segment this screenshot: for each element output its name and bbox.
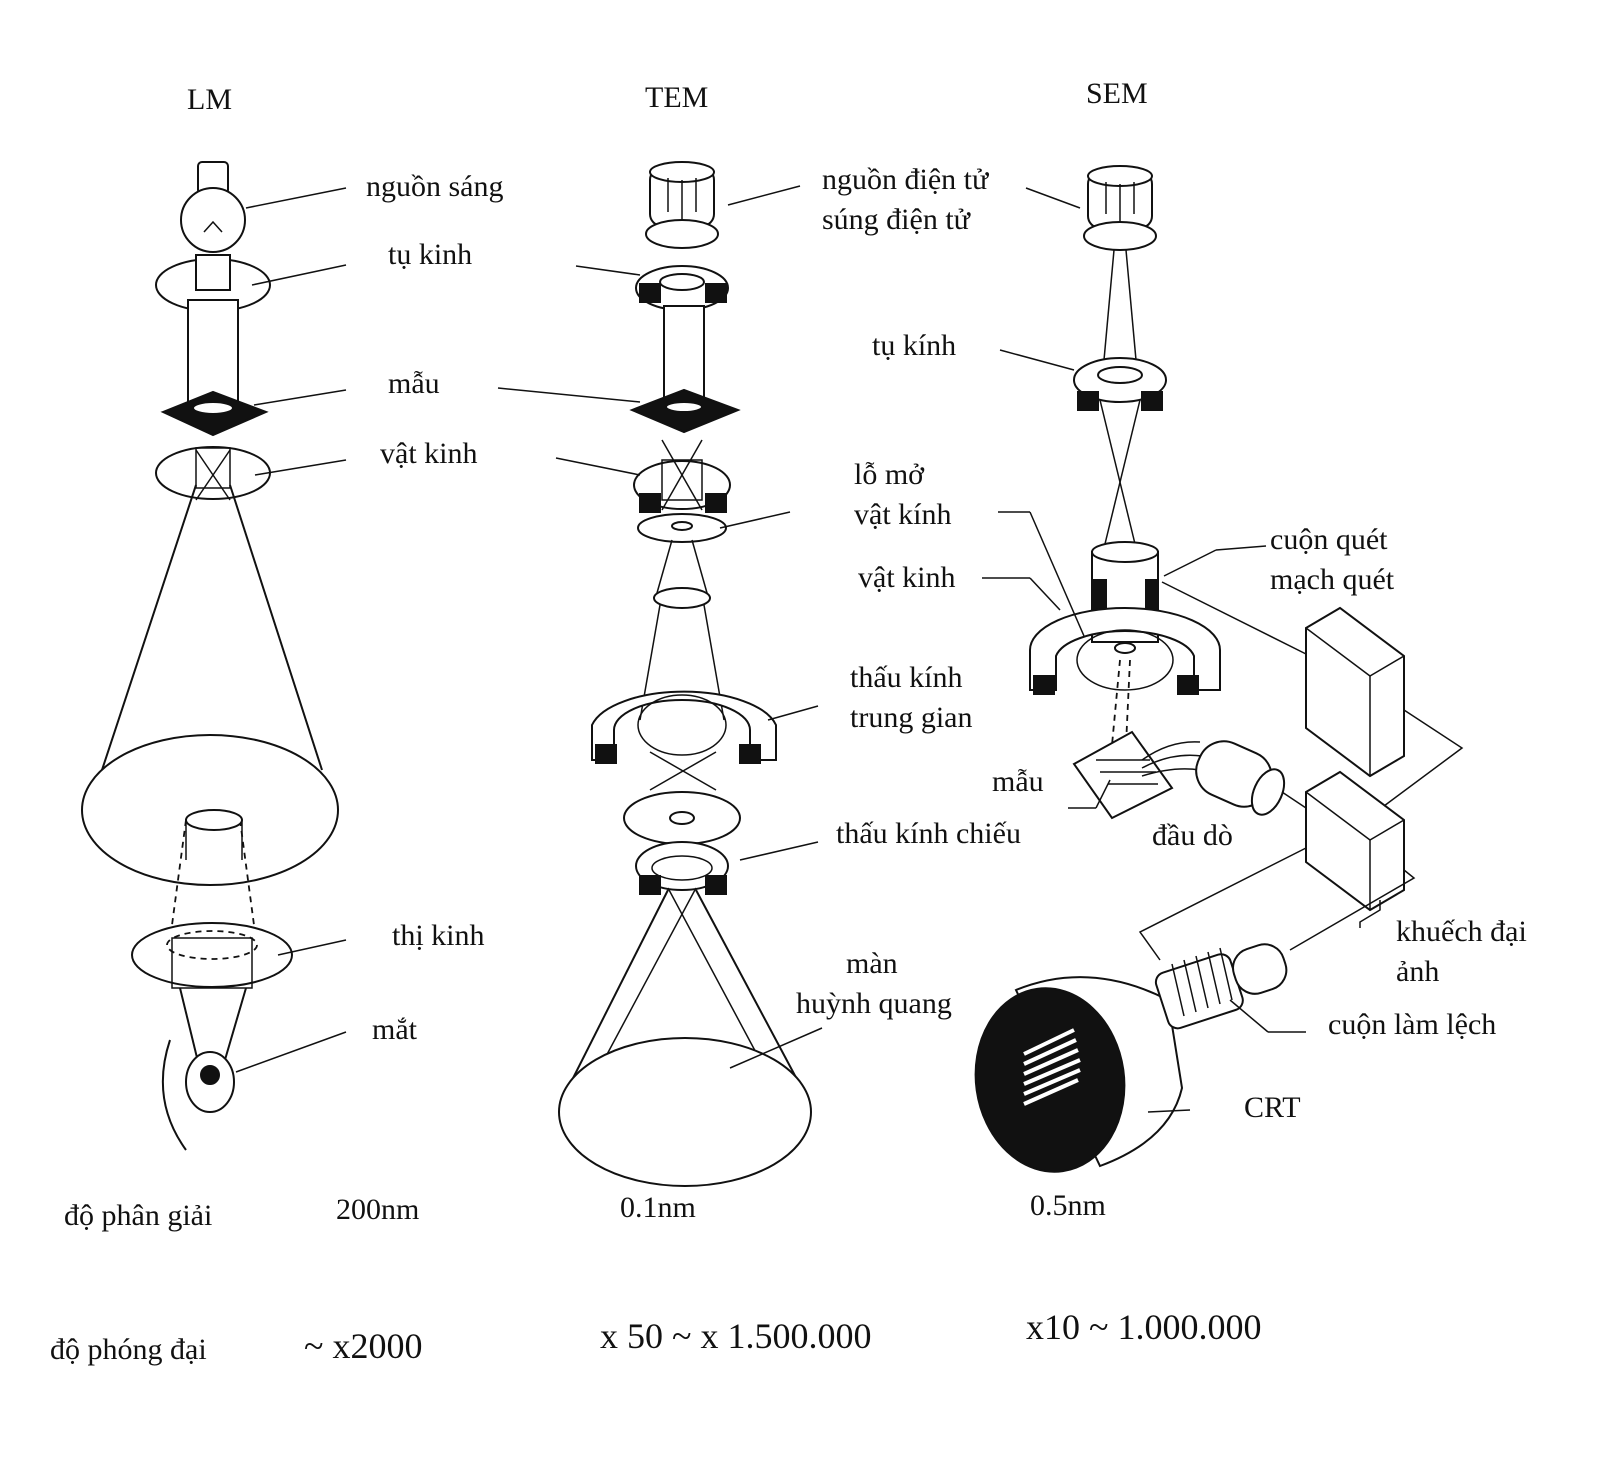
tem-condenser-lens (635, 265, 729, 311)
tem-leader-lines (497, 185, 823, 1069)
lm-objective-lens (155, 446, 271, 500)
tem-electron-gun (645, 161, 719, 249)
tem-intermediate-label-2: trung gian (850, 701, 973, 734)
sem-leader-lines (982, 187, 1306, 1113)
lm-eyepiece-label: thị kinh (392, 919, 485, 952)
lm-leader-lines (235, 187, 347, 1073)
sem-wires (1138, 581, 1464, 961)
lm-heading: LM (187, 83, 232, 116)
sem-specimen-label: mẫu (992, 765, 1044, 798)
tem-electron-source-label: nguồn điện tử (822, 163, 989, 196)
sem-amplifier-label-2: ảnh (1396, 955, 1440, 988)
sem-magnification-value: x10 ~ 1.000.000 (1026, 1307, 1262, 1347)
lm-condenser-lens (155, 254, 271, 312)
tem-electron-gun-label: súng điện tử (822, 203, 970, 236)
sem-amplifier-box (1305, 770, 1405, 912)
sem-heading: SEM (1086, 77, 1148, 110)
sem-scan-circuit-box (1305, 606, 1405, 778)
tem-resolution-value: 0.1nm (620, 1191, 696, 1224)
tem-heading: TEM (645, 81, 709, 114)
sem-objective-lens (1029, 607, 1221, 746)
lm-magnification-value: ~ x2000 (304, 1326, 423, 1366)
tem-aperture-label-1: lỗ mở (854, 458, 925, 491)
tem-intermediate-lens (591, 539, 777, 791)
lm-condenser-label: tụ kinh (388, 238, 473, 271)
sem-beam-path (1099, 249, 1141, 549)
tem-screen-label-2: huỳnh quang (796, 987, 952, 1020)
tem-screen-label-1: màn (846, 947, 898, 980)
magnification-label: độ phóng đại (50, 1333, 207, 1366)
tem-aperture-label-2: vật kính (854, 498, 952, 531)
sem-specimen (1072, 730, 1174, 820)
lm-eye-label: mắt (372, 1013, 417, 1046)
lm-specimen-slide (160, 390, 269, 437)
lm-objective-label: vật kinh (380, 437, 478, 470)
tem-projector-lens (623, 791, 741, 895)
sem-crt-label: CRT (1244, 1091, 1301, 1124)
sem-condenser-lens (1073, 357, 1167, 411)
sem-detector-label: đầu dò (1152, 819, 1233, 852)
lm-specimen-label: mẫu (388, 367, 440, 400)
sem-deflection-coil-label: cuộn làm lệch (1328, 1008, 1497, 1041)
sem-crt (974, 943, 1288, 1173)
lm-light-bulb (180, 161, 246, 253)
tem-projector-label: thấu kính chiếu (836, 817, 1021, 850)
tem-objective-lens (633, 439, 731, 513)
tem-intermediate-label-1: thấu kính (850, 661, 963, 694)
sem-detector (1141, 740, 1286, 816)
sem-scan-coil-label-1: cuộn quét (1270, 523, 1388, 556)
tem-magnification-value: x 50 ~ x 1.500.000 (600, 1316, 872, 1356)
sem-amplifier-label-1: khuếch đại (1396, 915, 1527, 948)
sem-electron-gun (1083, 165, 1157, 251)
lm-light-source-label: nguồn sáng (366, 170, 504, 203)
sem-resolution-value: 0.5nm (1030, 1189, 1106, 1222)
tem-objective-aperture (637, 513, 727, 543)
resolution-label: độ phân giải (64, 1199, 213, 1232)
tem-specimen-holder (629, 388, 741, 434)
lm-resolution-value: 200nm (336, 1193, 420, 1226)
sem-condenser-label: tụ kính (872, 329, 957, 362)
sem-objective-label: vật kinh (858, 561, 956, 594)
tem-fluorescent-screen (558, 887, 812, 1187)
lm-eye (161, 1039, 235, 1151)
sem-scan-coil-label-2: mạch quét (1270, 563, 1395, 596)
